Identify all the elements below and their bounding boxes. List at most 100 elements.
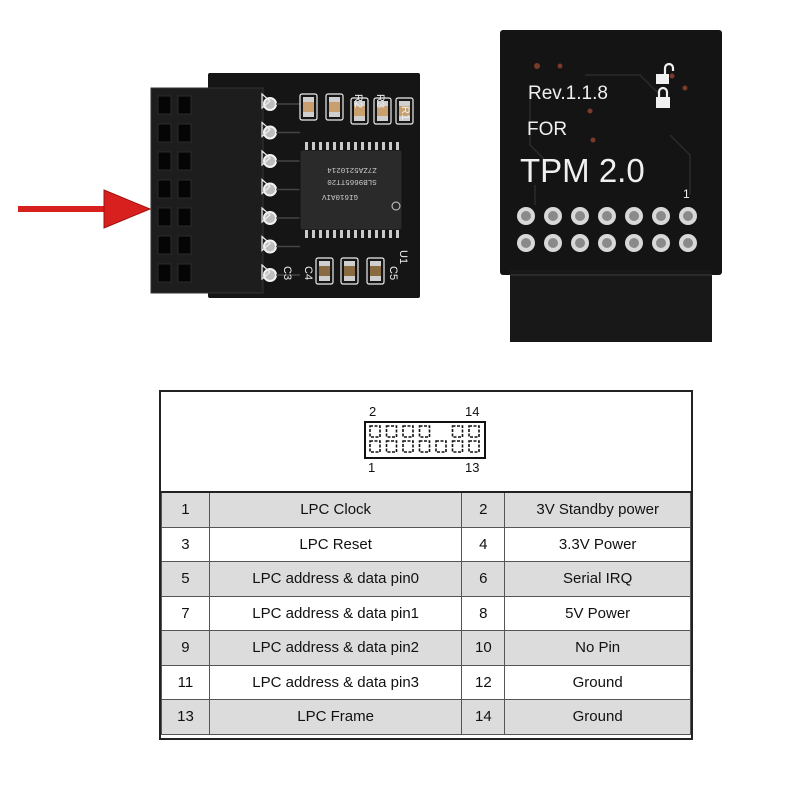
red-arrow-icon [18, 189, 152, 229]
signal-cell: LPC Reset [208, 526, 463, 562]
diagram-pin [385, 440, 398, 453]
pin-number-cell: 14 [461, 699, 506, 735]
diagram-pin [369, 440, 381, 453]
through-hole-pin [517, 207, 535, 225]
pin-number-cell: 1 [161, 491, 210, 528]
unlock-icon [656, 62, 675, 84]
silkscreen-c3: C3 [281, 266, 293, 280]
resistor [373, 97, 392, 125]
signal-cell: No Pin [504, 630, 691, 666]
diagram-label-bottom-right: 13 [465, 460, 480, 475]
diagram-label-bottom-left: 1 [368, 460, 376, 475]
header-socket [157, 235, 172, 255]
diagram-pin [369, 425, 381, 438]
pin-number-cell: 8 [461, 595, 506, 631]
through-hole-pin [625, 207, 643, 225]
diagram-pin [418, 440, 431, 453]
resistor [299, 93, 318, 121]
solder-pads [261, 92, 300, 282]
pin-number-cell: 5 [161, 561, 210, 597]
through-hole-pins [517, 207, 697, 252]
pin-number-cell: 9 [161, 630, 210, 666]
signal-cell: 3.3V Power [504, 526, 691, 562]
through-hole-pin [571, 234, 589, 252]
capacitor [366, 257, 385, 285]
pin-number-cell: 2 [461, 491, 506, 528]
diagram-pin [402, 440, 414, 453]
tpm-chip [299, 149, 403, 231]
header-socket [177, 95, 192, 115]
header-socket [177, 151, 192, 171]
chip-marking-2: Z7ZA5210214 [327, 165, 377, 173]
signal-cell: LPC address & data pin3 [208, 664, 463, 700]
pin-number-cell: 6 [461, 561, 506, 597]
diagram-pin [418, 425, 431, 438]
through-hole-pin [652, 207, 670, 225]
signal-cell: LPC address & data pin1 [208, 595, 463, 631]
resistor [395, 97, 414, 125]
diagram-pin [468, 440, 480, 453]
pin-number-cell: 11 [161, 664, 210, 700]
diagram-pin [468, 425, 480, 438]
through-hole-pin [544, 234, 562, 252]
header-socket [157, 179, 172, 199]
capacitor [340, 257, 359, 285]
through-hole-pin [679, 207, 697, 225]
signal-cell: LPC address & data pin0 [208, 561, 463, 597]
signal-cell: LPC Frame [208, 699, 463, 735]
signal-cell: Ground [504, 699, 691, 735]
header-socket [157, 207, 172, 227]
signal-cell: 3V Standby power [504, 491, 691, 528]
lock-icon [656, 86, 670, 108]
header-socket [157, 151, 172, 171]
header-socket [157, 263, 172, 283]
header-socket [157, 95, 172, 115]
pin-number-cell: 10 [461, 630, 506, 666]
diagram-label-top-left: 2 [369, 404, 377, 419]
signal-cell: Serial IRQ [504, 561, 691, 597]
diagram-pin [435, 440, 447, 453]
chip-marking-3: GI610AIV [322, 192, 359, 200]
signal-cell: LPC address & data pin2 [208, 630, 463, 666]
pin-number-cell: 7 [161, 595, 210, 631]
tpm-label: TPM 2.0 [520, 152, 645, 189]
through-hole-pin [652, 234, 670, 252]
through-hole-pin [571, 207, 589, 225]
signal-cell: Ground [504, 664, 691, 700]
silkscreen-r2: R2 [352, 94, 364, 108]
header-pinout-diagram: 2 14 1 13 [361, 402, 501, 482]
silkscreen-r1: R1 [399, 106, 411, 120]
chip-marking-1: SLB9665TT20 [327, 177, 377, 185]
header-diagram-graphic [364, 421, 486, 459]
diagram-pin [385, 425, 398, 438]
diagram-missing-pin [436, 426, 446, 437]
signal-cell: LPC Clock [208, 491, 463, 528]
silkscreen-u1: U1 [397, 250, 409, 264]
diagram-label-top-right: 14 [465, 404, 480, 419]
header-socket-grid [157, 95, 192, 283]
diagram-pin [451, 440, 464, 453]
vias [534, 63, 688, 143]
connector-body [510, 270, 712, 342]
silkscreen-c4: C4 [302, 266, 314, 280]
pin-number-cell: 13 [161, 699, 210, 735]
header-socket [177, 235, 192, 255]
chip-logo [391, 201, 401, 211]
revision-label: Rev.1.1.8 [528, 83, 608, 104]
silkscreen-c5: C5 [387, 266, 399, 280]
pin-number-cell: 3 [161, 526, 210, 562]
capacitor [315, 257, 334, 285]
resistor [325, 93, 344, 121]
for-label: FOR [527, 119, 567, 140]
through-hole-pin [598, 207, 616, 225]
signal-cell: 5V Power [504, 595, 691, 631]
diagram-pin [402, 425, 414, 438]
